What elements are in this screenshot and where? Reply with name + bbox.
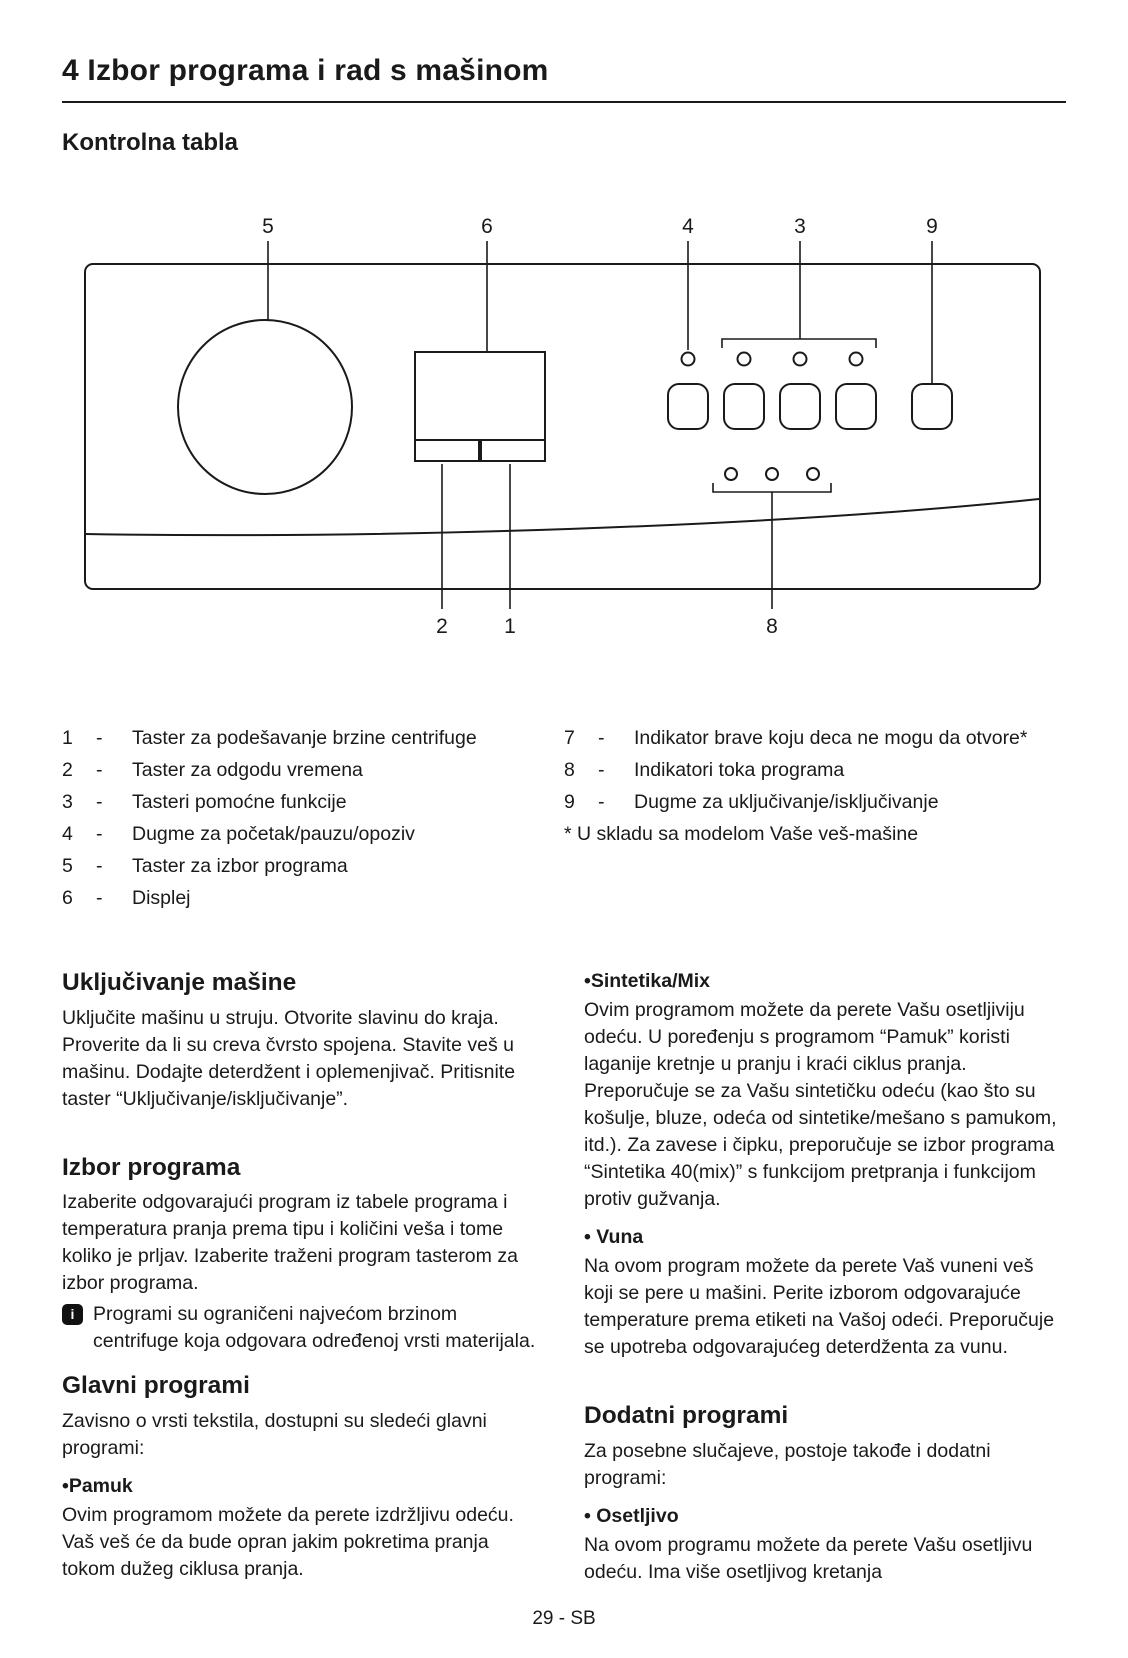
- legend-separator: -: [598, 727, 605, 749]
- legend-item-6: 6 - Displej: [62, 885, 564, 912]
- legend-separator: -: [96, 854, 103, 877]
- callout-label-2: 2: [436, 615, 448, 638]
- legend-separator: -: [598, 758, 605, 781]
- legend-right-column: 7 - Indikator brave koju deca ne mogu da…: [564, 725, 1066, 916]
- control-panel-diagram: 5 6 4 3 9 2 1 8: [0, 209, 1128, 669]
- panel-front-curve: [84, 498, 1040, 537]
- aux-function-button-3: [835, 383, 877, 430]
- callout-label-1: 1: [504, 615, 516, 638]
- progress-led-2: [765, 467, 779, 481]
- paragraph: Na ovom program možete da perete Vaš vun…: [584, 1255, 1055, 1359]
- body-columns: Uključivanje mašine Uključite mašinu u s…: [62, 968, 1066, 1587]
- start-pause-led: [680, 351, 696, 367]
- legend-item-1: 1 - Taster za podešavanje brzine centrif…: [62, 725, 564, 752]
- aux-function-button-2: [779, 383, 821, 430]
- progress-led-1: [724, 467, 738, 481]
- aux-function-led-3: [848, 351, 864, 367]
- bullet-osetljivo: • Osetljivo: [584, 1504, 679, 1527]
- legend-separator: -: [96, 822, 103, 845]
- info-icon: i: [62, 1304, 83, 1326]
- spin-speed-button: [480, 439, 546, 462]
- page-number: 29 - SB: [532, 1607, 596, 1629]
- heading-dodatni-programi: Dodatni programi: [584, 1402, 789, 1430]
- legend-footnote: * U skladu sa modelom Vaše veš-mašine: [564, 822, 919, 845]
- legend-num: 6: [62, 886, 73, 909]
- callout-label-8: 8: [766, 615, 778, 638]
- legend-separator: -: [598, 790, 605, 813]
- legend-item-7: 7 - Indikator brave koju deca ne mogu da…: [564, 725, 1066, 752]
- body-right-column: •Sintetika/Mix Ovim programom možete da …: [584, 968, 1066, 1587]
- paragraph: Ovim programom možete da perete izdržlji…: [62, 1503, 514, 1580]
- legend-item-2: 2 - Taster za odgodu vremena: [62, 757, 564, 784]
- heading-ukljucivanje-masine: Uključivanje mašine: [62, 969, 297, 997]
- heading-glavni-programi: Glavni programi: [62, 1372, 250, 1400]
- legend-text: Dugme za uključivanje/isključivanje: [634, 790, 939, 813]
- paragraph: Zavisno o vrsti tekstila, dostupni su sl…: [62, 1409, 487, 1459]
- legend-num: 5: [62, 854, 73, 877]
- paragraph: Za posebne slučajeve, postoje takođe i d…: [584, 1439, 991, 1489]
- legend-num: 1: [62, 727, 73, 749]
- bullet-pamuk: •Pamuk: [62, 1474, 133, 1497]
- callout-label-4: 4: [682, 215, 694, 238]
- callout-label-9: 9: [926, 215, 938, 238]
- panel-outline: [84, 263, 1041, 590]
- legend-num: 4: [62, 822, 73, 845]
- bullet-sintetika-mix: •Sintetika/Mix: [584, 970, 711, 993]
- paragraph: Uključite mašinu u struju. Otvorite slav…: [62, 1006, 516, 1110]
- legend-text: Indikatori toka programa: [634, 758, 845, 781]
- aux-function-led-2: [792, 351, 808, 367]
- aux-function-button-1: [723, 383, 765, 430]
- callout-label-3: 3: [794, 215, 806, 238]
- bracket-8: [712, 483, 832, 493]
- legend: 1 - Taster za podešavanje brzine centrif…: [62, 725, 1066, 916]
- control-panel-illustration: 5 6 4 3 9 2 1 8: [84, 215, 1041, 638]
- paragraph: Izaberite odgovarajući program iz tabele…: [62, 1191, 518, 1295]
- bracket-3: [721, 338, 877, 348]
- heading-izbor-programa: Izbor programa: [62, 1153, 241, 1181]
- bullet-vuna: • Vuna: [584, 1226, 644, 1249]
- legend-num: 3: [62, 790, 73, 813]
- delay-time-button: [414, 439, 480, 462]
- legend-separator: -: [96, 886, 103, 909]
- section-subtitle: Kontrolna tabla: [62, 129, 239, 156]
- legend-item-5: 5 - Taster za izbor programa: [62, 853, 564, 880]
- legend-num: 8: [564, 758, 575, 781]
- info-note-text: Programi su ograničeni najvećom brzinom …: [93, 1303, 536, 1353]
- legend-num: 7: [564, 727, 575, 749]
- progress-led-3: [806, 467, 820, 481]
- legend-separator: -: [96, 758, 103, 781]
- legend-text: Tasteri pomoćne funkcije: [132, 790, 347, 813]
- start-pause-button: [667, 383, 709, 430]
- display: [414, 351, 546, 441]
- legend-item-3: 3 - Tasteri pomoćne funkcije: [62, 789, 564, 816]
- legend-text: Dugme za početak/pauzu/opoziv: [132, 822, 415, 845]
- legend-num: 2: [62, 758, 73, 781]
- program-knob: [177, 319, 353, 495]
- legend-separator: -: [96, 790, 103, 813]
- legend-text: Indikator brave koju deca ne mogu da otv…: [634, 727, 1028, 749]
- page-title: 4 Izbor programa i rad s mašinom: [62, 54, 1066, 103]
- aux-function-led-1: [736, 351, 752, 367]
- legend-text: Taster za odgodu vremena: [132, 758, 363, 781]
- legend-text: Taster za izbor programa: [132, 854, 348, 877]
- legend-num: 9: [564, 790, 575, 813]
- legend-text: Taster za podešavanje brzine centrifuge: [132, 727, 477, 749]
- paragraph: Ovim programom možete da perete Vašu ose…: [584, 999, 1057, 1211]
- info-note: i Programi su ograničeni najvećom brzino…: [62, 1301, 544, 1355]
- body-left-column: Uključivanje mašine Uključite mašinu u s…: [62, 968, 544, 1587]
- legend-left-column: 1 - Taster za podešavanje brzine centrif…: [62, 725, 564, 916]
- legend-text: Displej: [132, 886, 191, 909]
- callout-label-5: 5: [262, 215, 274, 238]
- legend-item-8: 8 - Indikatori toka programa: [564, 757, 1066, 784]
- legend-item-4: 4 - Dugme za početak/pauzu/opoziv: [62, 821, 564, 848]
- power-button: [911, 383, 953, 430]
- legend-separator: -: [96, 727, 103, 749]
- legend-item-9: 9 - Dugme za uključivanje/isključivanje: [564, 789, 1066, 816]
- callout-label-6: 6: [481, 215, 493, 238]
- paragraph: Na ovom programu možete da perete Vašu o…: [584, 1533, 1033, 1583]
